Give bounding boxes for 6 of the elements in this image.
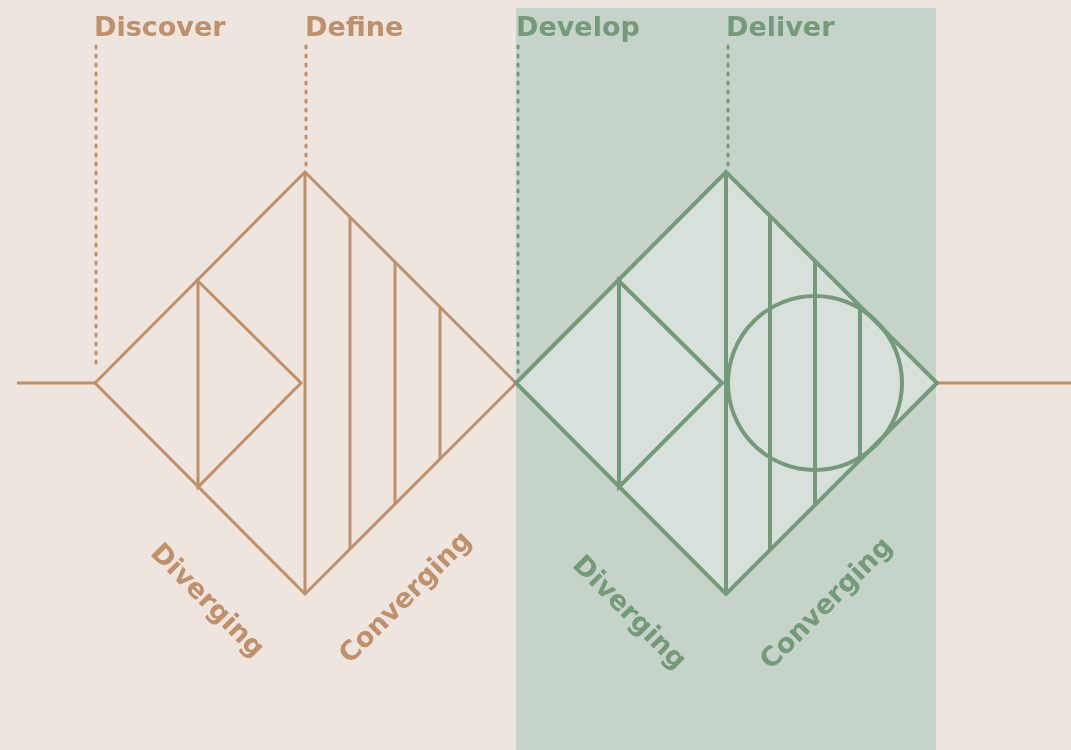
phase-label: Discover [94, 10, 226, 44]
phase-label: Deliver [726, 10, 835, 44]
phase-label: Define [305, 10, 404, 44]
leader-line [726, 44, 730, 167]
leader-line [304, 44, 308, 167]
phase-label: Develop [516, 10, 640, 44]
